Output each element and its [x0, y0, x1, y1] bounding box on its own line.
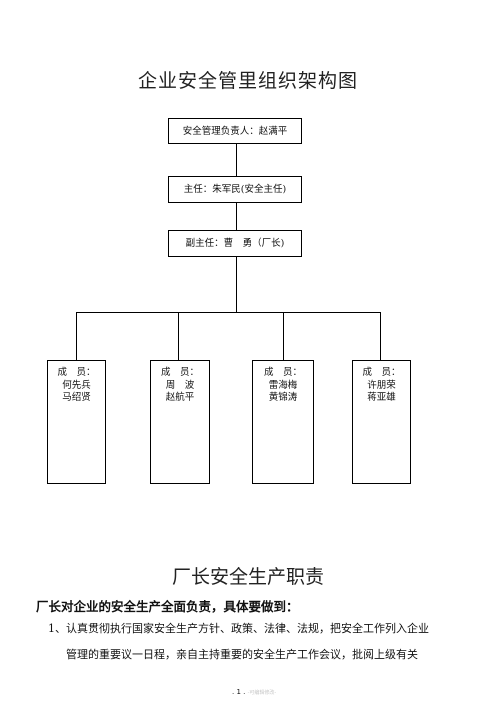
page-number: . 1 . [232, 688, 246, 696]
branch-bar [76, 312, 381, 313]
member-name: 马绍贤 [62, 392, 91, 403]
paragraph-line: 1、认真贯彻执行国家安全生产方针、政策、法律、法规，把安全工作列入企业 [48, 622, 429, 635]
connector [283, 312, 284, 360]
member-label: 成 员： [57, 367, 96, 378]
member-box: 成 员： 雷海梅 黄锦涛 [252, 360, 314, 484]
member-label: 成 员： [362, 367, 401, 378]
paragraph-line: 管理的重要议一日程，亲自主持重要的安全生产工作会议，批阅上级有关 [66, 648, 418, 661]
director-box: 主任：朱军民(安全主任) [168, 176, 302, 203]
member-box: 成 员： 周 波 赵航平 [150, 360, 210, 484]
section-title: 厂长安全生产职责 [171, 566, 324, 588]
footer-note: -可编辑修改- [247, 690, 277, 696]
page-footer: . 1 . -可编辑修改- [232, 688, 276, 696]
member-name: 蒋亚雄 [367, 392, 396, 403]
member-name: 许朋荣 [367, 379, 396, 391]
member-box: 成 员： 何先兵 马绍贤 [47, 360, 106, 484]
member-name: 何先兵 [62, 379, 91, 391]
connector [236, 257, 237, 313]
director-label: 主任：朱军民(安全主任) [183, 184, 287, 195]
member-label: 成 员： [263, 367, 302, 378]
member-label: 成 员： [160, 367, 199, 378]
page-title: 企业安全管里组织架构图 [137, 70, 358, 92]
member-name: 雷海梅 [268, 379, 298, 391]
head-box: 安全管理负责人：赵满平 [168, 118, 302, 144]
connector [380, 312, 381, 360]
member-name: 赵航平 [165, 392, 195, 403]
head-label: 安全管理负责人：赵满平 [182, 125, 288, 137]
member-name: 周 波 [165, 379, 195, 391]
member-box: 成 员： 许朋荣 蒋亚雄 [352, 360, 411, 484]
member-name: 黄锦涛 [268, 392, 298, 403]
connector [236, 203, 237, 230]
connector [76, 312, 77, 360]
deputy-box: 副主任：曹 勇（厂长) [168, 230, 302, 257]
lead-text: 厂长对企业的安全生产全面负责，具体要做到： [36, 599, 299, 614]
connector [178, 312, 179, 360]
deputy-label: 副主任：曹 勇（厂长) [185, 238, 285, 249]
connector [236, 144, 237, 176]
